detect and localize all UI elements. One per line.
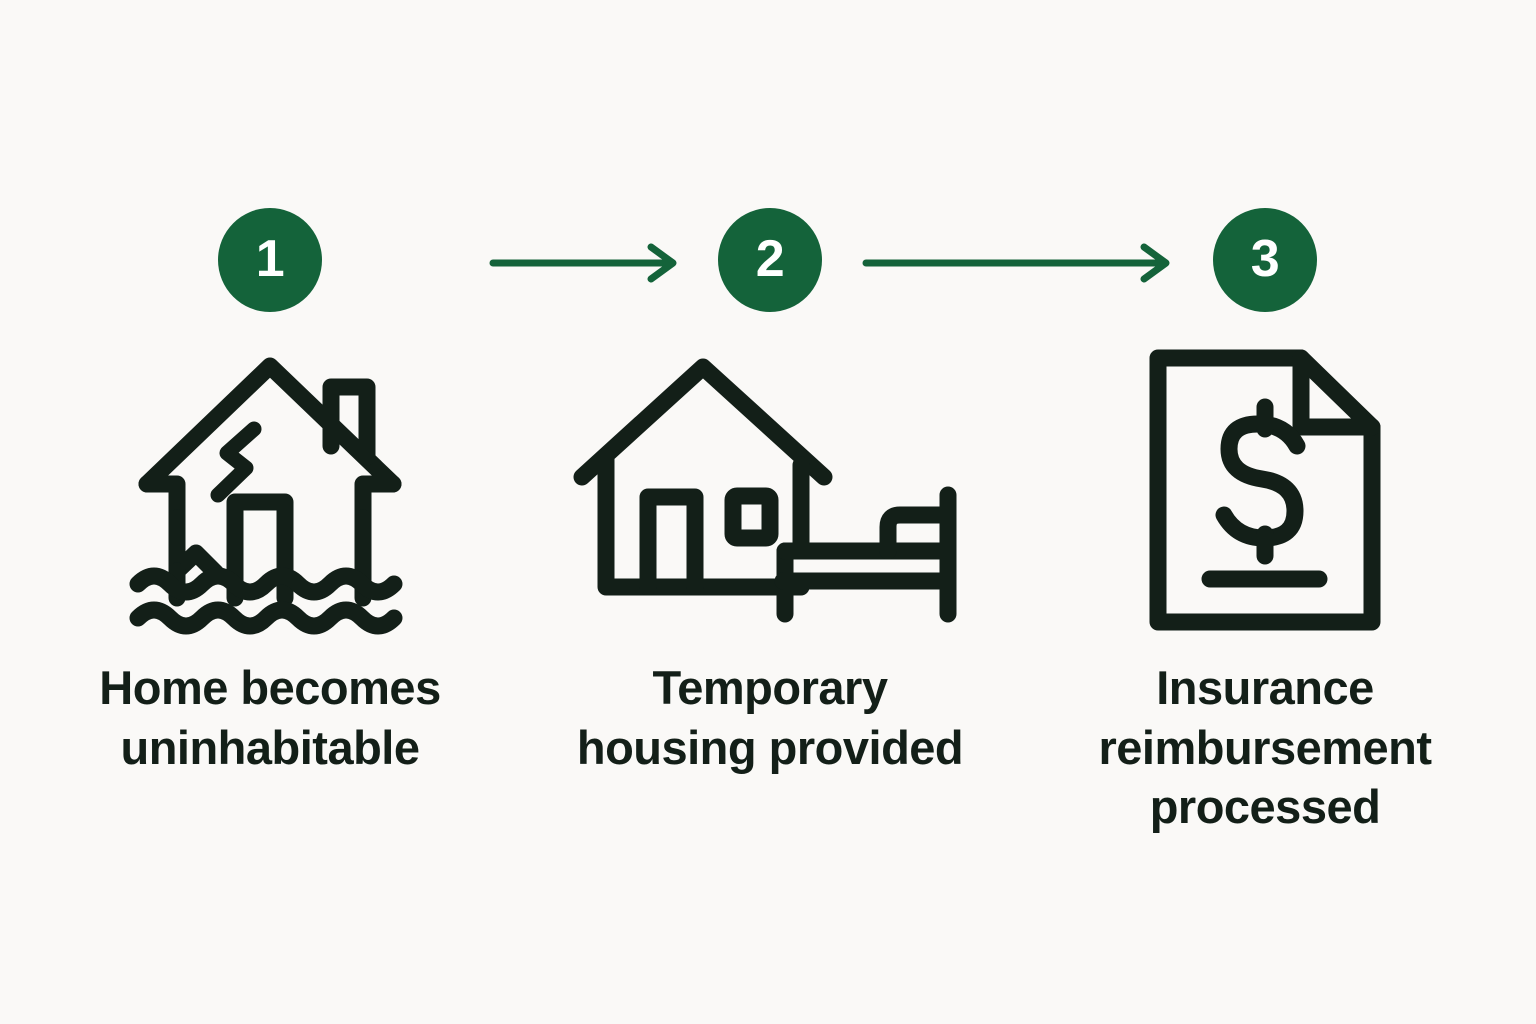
dollar-document-icon bbox=[1149, 349, 1381, 631]
house-with-bed-icon bbox=[573, 358, 957, 623]
step-icon-3 bbox=[1050, 345, 1480, 635]
arrow-head bbox=[647, 243, 677, 283]
door bbox=[639, 488, 704, 596]
folded-corner bbox=[1292, 349, 1381, 436]
right-arrow-icon bbox=[489, 243, 677, 283]
water-wave-top bbox=[129, 567, 403, 601]
step-number-badge-1: 1 bbox=[218, 208, 322, 312]
step-number-badge-3: 3 bbox=[1213, 208, 1317, 312]
water-wave-bottom bbox=[129, 601, 403, 635]
wall-crack bbox=[168, 544, 225, 582]
step-icon-1 bbox=[55, 345, 485, 635]
right-eave bbox=[354, 475, 402, 527]
right-arrow-icon bbox=[862, 243, 1170, 283]
step-2: 2 bbox=[555, 0, 985, 1024]
step-caption-2: Temporary housing provided bbox=[576, 661, 964, 774]
step-1: 1 bbox=[55, 0, 485, 1024]
document-outline bbox=[1149, 349, 1381, 631]
bed-pillow bbox=[879, 506, 951, 560]
roof-line bbox=[138, 357, 402, 493]
chimney bbox=[322, 378, 376, 466]
flooded-damaged-house-icon bbox=[129, 357, 403, 635]
lightning-crack bbox=[210, 421, 262, 503]
step-number-label-2: 2 bbox=[755, 229, 785, 288]
window bbox=[724, 487, 779, 547]
arrow-step2-to-step3 bbox=[860, 240, 1180, 291]
roof-line bbox=[573, 358, 833, 486]
step-caption-1: Home becomes uninhabitable bbox=[99, 661, 441, 774]
step-3: 3 Insurance reimbursement processed bbox=[1050, 0, 1480, 1024]
left-eave bbox=[138, 475, 186, 527]
left-and-bottom-wall bbox=[597, 448, 810, 596]
step-number-label-1: 1 bbox=[255, 229, 285, 288]
door bbox=[226, 493, 294, 607]
step-icon-2 bbox=[555, 345, 985, 635]
step-number-label-3: 3 bbox=[1250, 229, 1280, 288]
step-caption-3: Insurance reimbursement processed bbox=[1098, 661, 1432, 834]
dollar-s-curve bbox=[1215, 415, 1306, 547]
arrow-step1-to-step2 bbox=[487, 240, 687, 291]
step-number-badge-2: 2 bbox=[718, 208, 822, 312]
arrow-head bbox=[1140, 243, 1170, 283]
